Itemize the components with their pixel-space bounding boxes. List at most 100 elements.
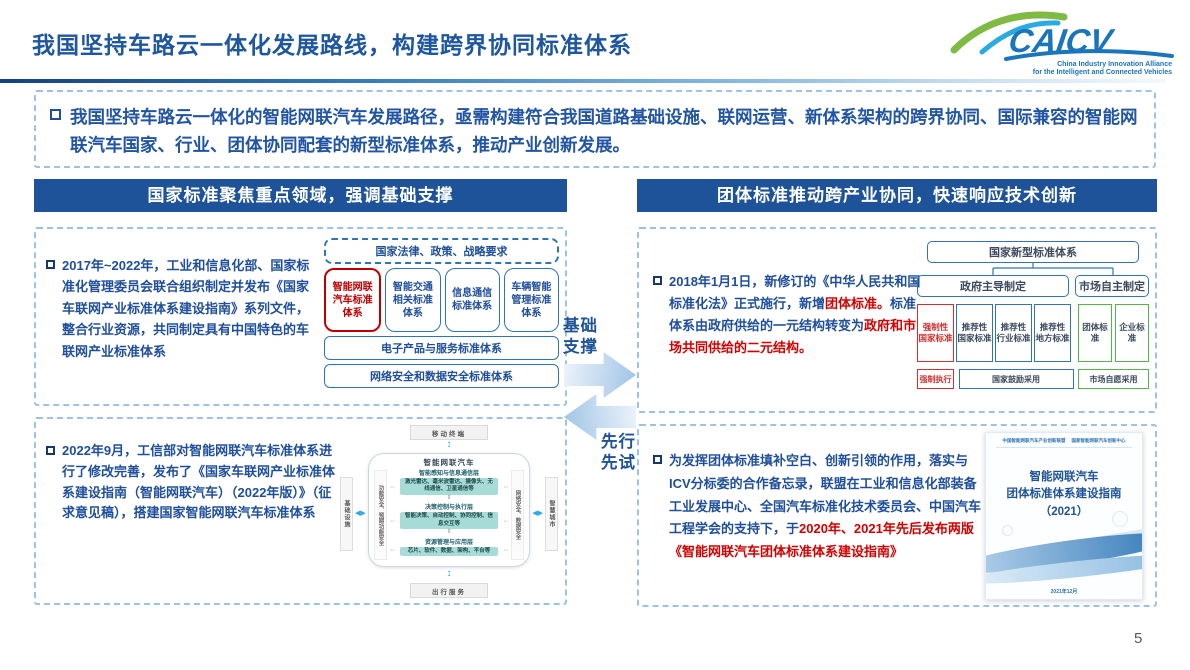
layer-items: 芯片、软件、数据、架构、平台等 xyxy=(400,546,498,557)
pillar-ict: 信息通信标准体系 xyxy=(444,268,500,332)
network-data-security-box: 网络安全和数据安全标准体系 xyxy=(324,364,559,388)
national-standards-box: 2017年~2022年，工业和信息化部、国家标准化管理委员会联合组织制定并发布《… xyxy=(34,227,567,406)
market-standards-cluster: 团体标准 企业标准 xyxy=(1078,304,1149,362)
safety-rail: 功能安全、预期功能安全 xyxy=(374,470,387,560)
box-line: 推荐性 xyxy=(961,321,988,332)
box-line: 行业标准 xyxy=(996,333,1031,343)
logo-lightblue-swoosh xyxy=(979,20,1061,55)
icv-container: 智能网联汽车 功能安全、预期功能安全 网络安全、数据安全 ⇔ ⇔ ⇔ ⇔ ⇔ ⇔… xyxy=(368,453,530,567)
layer-title: 智能感知与信息通信层 xyxy=(418,471,479,477)
icv-container-title: 智能网联汽车 xyxy=(423,458,475,467)
text-segment-red: 2020年、2021年先后发布两版《智能网联汽车团体标准体系建设指南》 xyxy=(669,521,974,559)
smart-city-rail: 智慧城市 xyxy=(545,477,558,551)
recommended-industry-box: 推荐性行业标准 xyxy=(995,304,1032,362)
box-line: 企业标准 xyxy=(1119,321,1145,343)
swap-arrow-icon: ⇔ xyxy=(389,518,396,525)
adoption-row: 强制执行 国家鼓励采用 市场自愿采用 xyxy=(917,369,1149,389)
market-branch-box: 市场自主制定 xyxy=(1075,275,1149,297)
book-header-right: 国家智能网联汽车创新中心 xyxy=(1071,438,1126,443)
swap-arrow-icon: ⇔ xyxy=(389,547,396,554)
right-panel-header: 团体标准推动跨产业协同，快速响应技术创新 xyxy=(637,179,1157,212)
support-arrow-icon xyxy=(564,352,636,398)
box-line: 国家标准 xyxy=(918,333,953,343)
pilot-label: 先行先试 xyxy=(601,433,636,472)
tree-connector xyxy=(992,263,1114,275)
caicv-logo: CAICV China Industry Innovation Alliance… xyxy=(950,11,1174,76)
standardization-law-text: 2018年1月1日，新修订的《中华人民共和国标准化法》正式施行，新增团体标准。标… xyxy=(669,271,927,359)
text-segment-red: 团体标准。 xyxy=(825,296,891,312)
updown-arrow-icon: ↕ xyxy=(446,568,452,579)
pillar-its: 智能交通相关标准体系 xyxy=(385,268,441,332)
travel-service-box: 出行服务 xyxy=(410,583,488,598)
national-standards-text: 2017年~2022年，工业和信息化部、国家标准化管理委员会联合组织制定并发布《… xyxy=(62,258,310,359)
left-right-arrow-icon: ◀▶ xyxy=(532,510,543,517)
text-segment-red: 政府和市场共同供给的二元结构。 xyxy=(669,318,917,356)
group-standard-box: 团体标准 xyxy=(1078,304,1112,362)
recommended-national-box: 推荐性国家标准 xyxy=(956,304,993,362)
book-header-left: 中国智能网联汽车产业创新联盟 xyxy=(1002,438,1066,443)
summary-text: 我国坚持车路云一体化的智能网联汽车发展路径，亟需构建符合我国道路基础设施、联网运… xyxy=(70,107,1138,155)
book-title: 智能网联汽车 团体标准体系建设指南 （2021） xyxy=(986,469,1142,521)
box-line: 推荐性 xyxy=(1039,321,1066,332)
standardization-law-box: 2018年1月1日，新修订的《中华人民共和国标准化法》正式施行，新增团体标准。标… xyxy=(637,227,1157,413)
group-standard-guide-text: 为发挥团体标准填补空白、创新引领的作用，落实与ICV分标委的合作备忘录，联盟在工… xyxy=(669,450,985,564)
layer-title: 决策控制与执行层 xyxy=(424,505,473,512)
root-box: 国家新型标准体系 xyxy=(927,241,1139,263)
bullet-square-icon xyxy=(50,109,61,120)
layer-stack: 智能感知与信息通信层 激光雷达、毫米波雷达、摄像头、无线通信、卫星通信等 ⇕ 决… xyxy=(400,467,498,557)
text-segment: 标准体系由政府供给的一元结构转变为 xyxy=(669,296,917,334)
gov-standards-cluster: 强制性国家标准 推荐性国家标准 推荐性行业标准 推荐性地方标准 xyxy=(917,304,1071,362)
pillar-row: 智能网联汽车标准体系 智能交通相关标准体系 信息通信标准体系 车辆智能管理标准体… xyxy=(324,268,559,332)
security-rail: 网络安全、数据安全 xyxy=(511,470,524,560)
summary-box: 我国坚持车路云一体化的智能网联汽车发展路径，亟需构建符合我国道路基础设施、联网运… xyxy=(34,90,1156,168)
mandatory-national-box: 强制性国家标准 xyxy=(917,304,954,362)
logo-tagline1: China Industry Innovation Alliance xyxy=(1057,61,1172,68)
state-encouraged-box: 国家鼓励采用 xyxy=(958,369,1074,389)
mandatory-enforcement-box: 强制执行 xyxy=(917,369,954,389)
book-title-line3: （2021） xyxy=(1039,505,1089,518)
gov-branch-box: 政府主导制定 xyxy=(917,275,1069,297)
book-date: 2021年12月 xyxy=(1050,589,1078,595)
bubble-decoration xyxy=(1112,511,1128,527)
new-standard-system-diagram: 国家新型标准体系 政府主导制定 市场自主制定 强制性国家标准 推荐性国家标准 推… xyxy=(917,241,1149,389)
left-panel-header: 国家标准聚焦重点领域，强调基础支撑 xyxy=(34,179,567,212)
box-line: 推荐性 xyxy=(1000,321,1027,332)
relationship-arrows: 基础支撑 先行先试 xyxy=(561,316,639,480)
mobile-terminal-box: 移动终端 xyxy=(410,425,488,440)
guide-book-cover: 中国智能网联汽车产业创新联盟 国家智能网联汽车创新中心 智能网联汽车 团体标准体… xyxy=(985,432,1143,600)
icv-system-text: 2022年9月，工信部对智能网联汽车标准体系进行了修改完善，发布了《国家车联网产… xyxy=(62,443,336,521)
support-label: 基础支撑 xyxy=(563,317,598,356)
national-standards-text-block: 2017年~2022年，工业和信息化部、国家标准化管理委员会联合组织制定并发布《… xyxy=(46,255,320,362)
book-title-line2: 团体标准体系建设指南 xyxy=(1006,488,1122,501)
vert-swap-arrow-icon: ⇕ xyxy=(446,494,452,501)
box-line: 国家标准 xyxy=(957,333,992,343)
text-segment: 为发挥团体标准填补空白、创新引领的作用，落实与ICV分标委的合作备忘录，联盟在工… xyxy=(669,453,982,537)
book-header-divider xyxy=(996,447,1132,448)
bullet-square-icon xyxy=(46,260,55,269)
logo-green-swoosh xyxy=(950,11,1068,54)
bullet-square-icon xyxy=(46,446,55,455)
pillar-icv: 智能网联汽车标准体系 xyxy=(324,268,382,332)
recommended-local-box: 推荐性地方标准 xyxy=(1034,304,1071,362)
swap-arrow-icon: ⇔ xyxy=(502,484,510,491)
infrastructure-rail: 基础设施 xyxy=(340,477,353,551)
updown-arrow-icon: ↕ xyxy=(446,439,452,450)
bubble-decoration xyxy=(1002,525,1013,536)
logo-tagline2: for the Intelligent and Connected Vehicl… xyxy=(1033,69,1172,76)
branch-row: 政府主导制定 市场自主制定 xyxy=(917,275,1149,297)
layer-title: 资源管理与应用层 xyxy=(424,539,473,546)
swap-arrow-icon: ⇔ xyxy=(502,518,510,525)
book-title-line1: 智能网联汽车 xyxy=(1029,471,1099,483)
enterprise-standard-box: 企业标准 xyxy=(1115,304,1149,362)
standardization-law-text-block: 2018年1月1日，新修订的《中华人民共和国标准化法》正式施行，新增团体标准。标… xyxy=(653,271,927,359)
group-standard-guide-text-block: 为发挥团体标准填补空白、创新引领的作用，落实与ICV分标委的合作备忘录，联盟在工… xyxy=(653,450,985,564)
bullet-square-icon xyxy=(653,455,662,464)
law-policy-box: 国家法律、政策、战略要求 xyxy=(324,238,559,264)
icv-system-box: 2022年9月，工信部对智能网联汽车标准体系进行了修改完善，发布了《国家车联网产… xyxy=(34,417,567,605)
vehicle-architecture-diagram: 移动终端 ↕ 基础设施 智慧城市 ◀▶ ◀▶ 智能网联汽车 功能安全、预期功能安… xyxy=(332,423,566,603)
logo-underline-swoosh xyxy=(1004,49,1174,61)
title-divider xyxy=(0,79,1166,83)
layer-items: 激光雷达、毫米波雷达、摄像头、无线通信、卫星通信等 xyxy=(400,478,498,495)
swap-arrow-icon: ⇔ xyxy=(389,484,396,491)
